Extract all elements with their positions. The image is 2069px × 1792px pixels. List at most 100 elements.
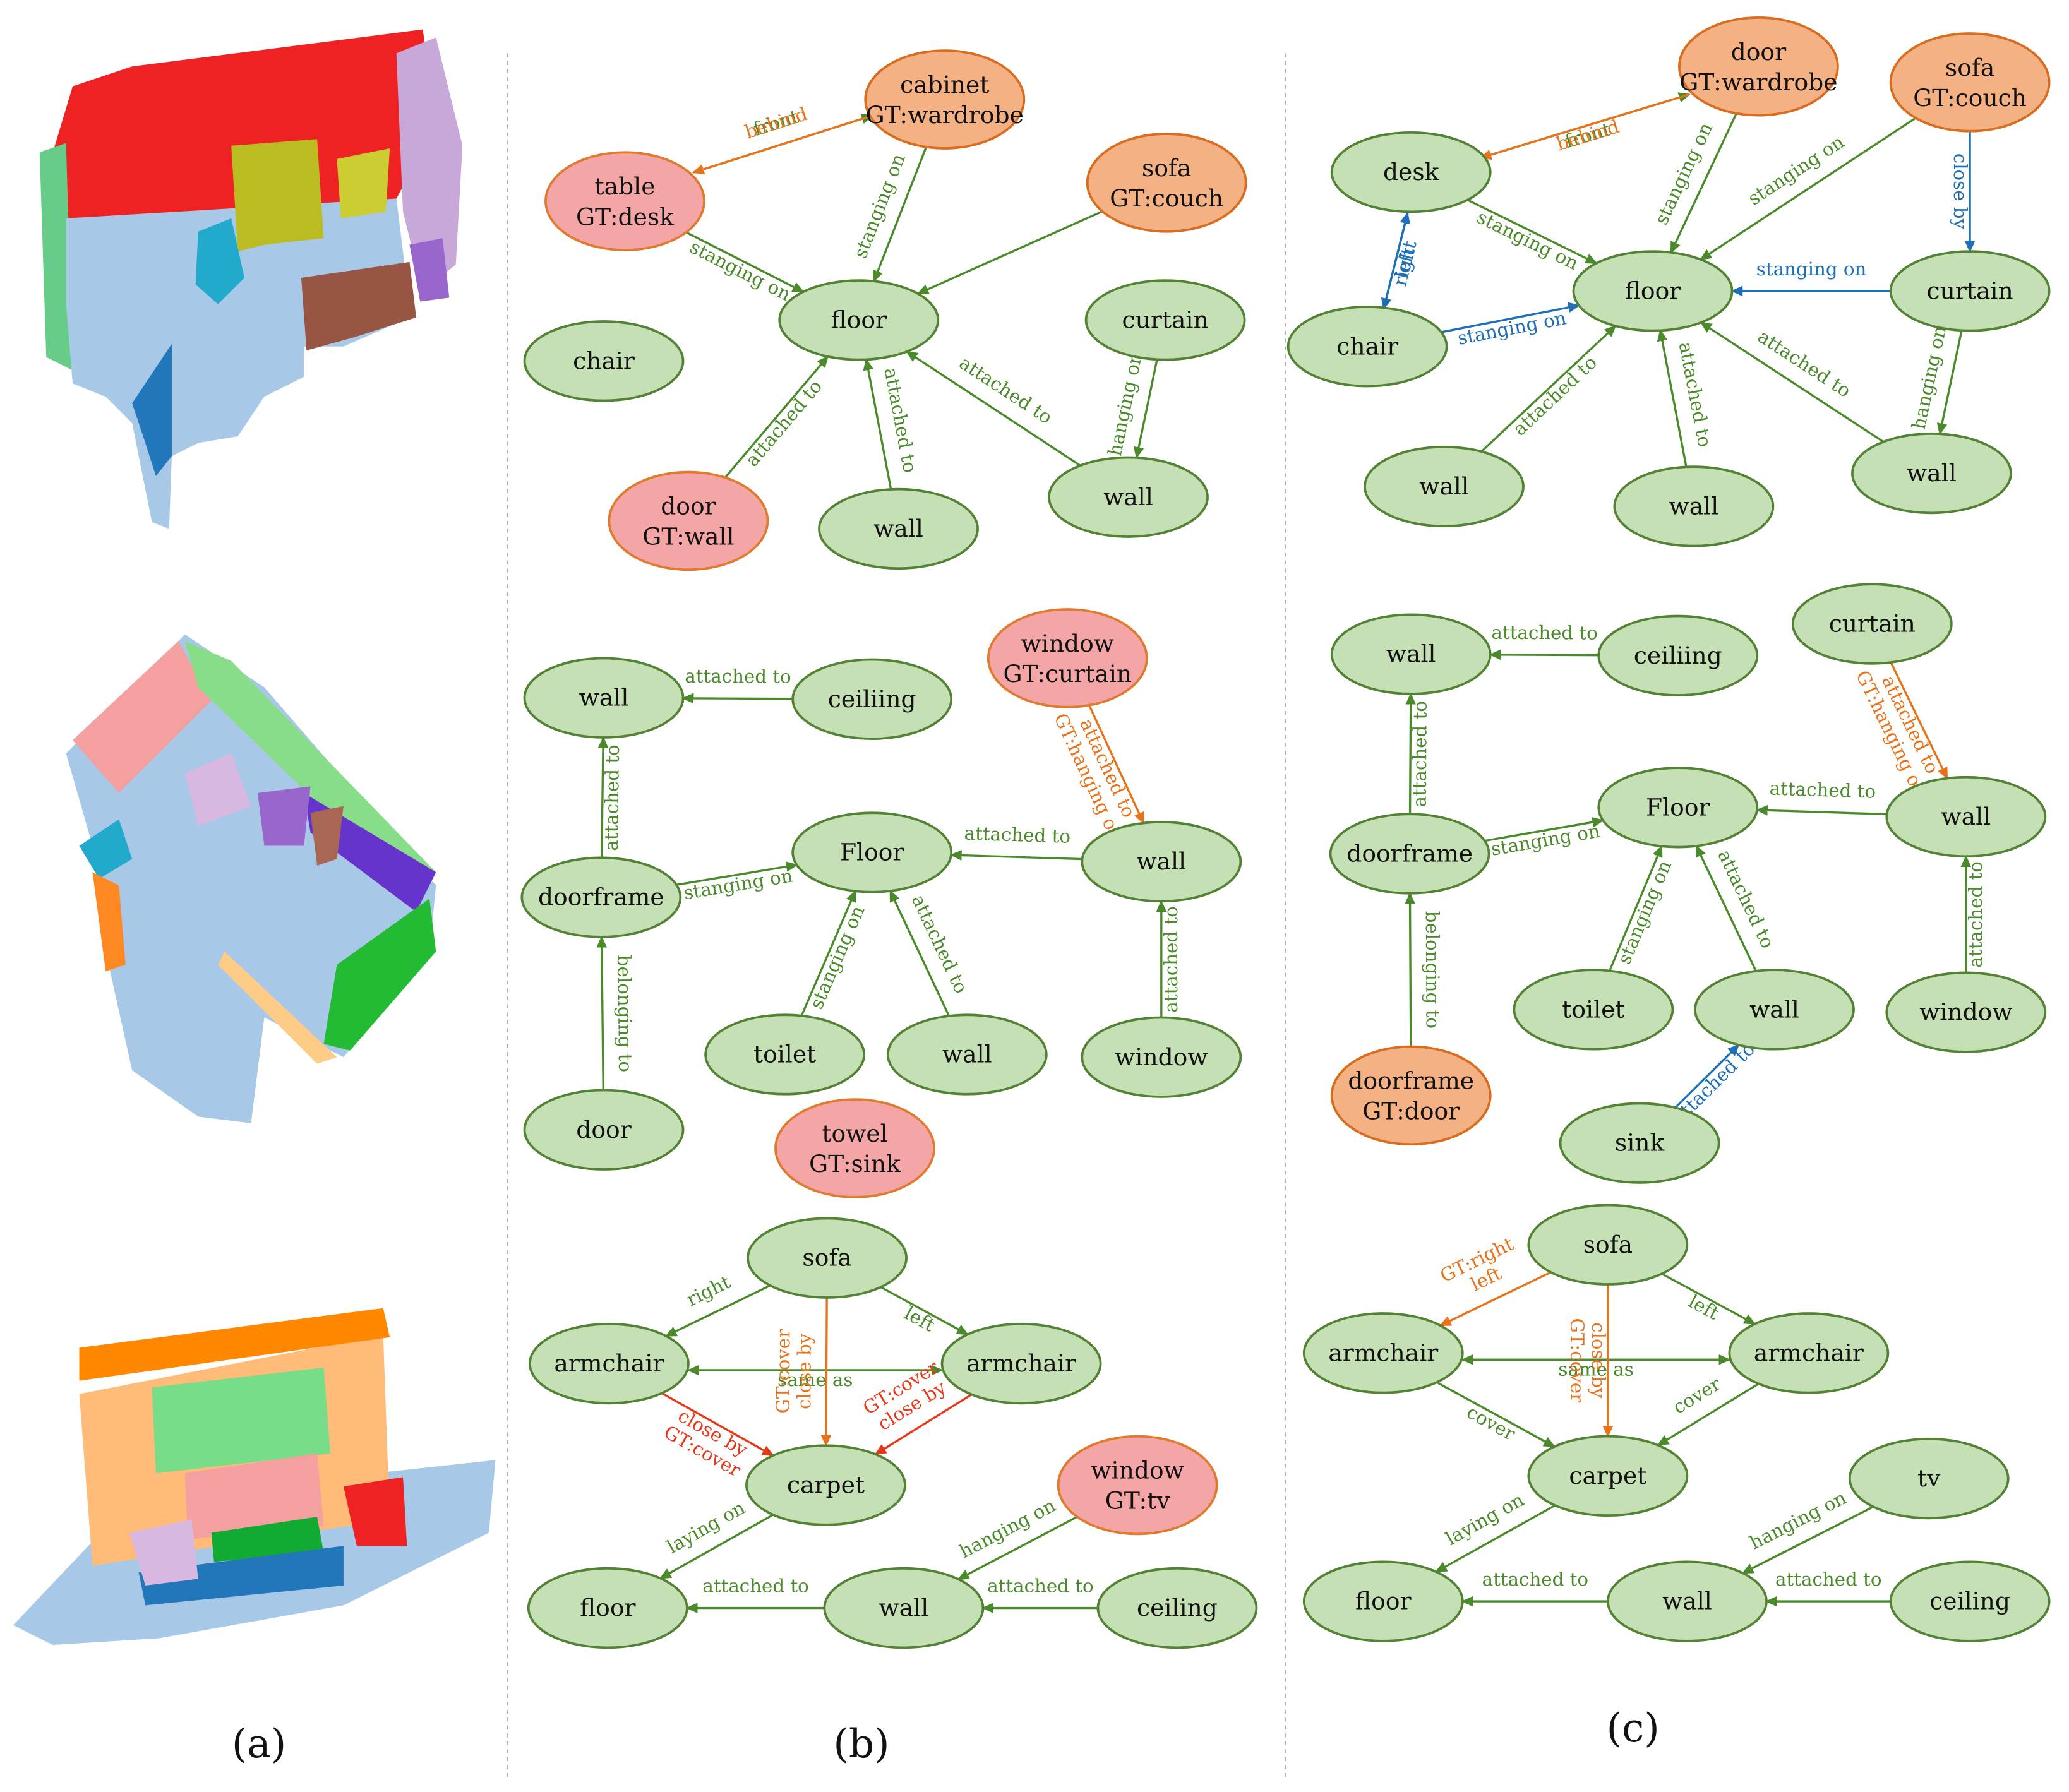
node-doorframe: doorframe [1329,813,1490,895]
node-ellipse [1330,1045,1492,1146]
node-wall1: wall [1364,445,1525,528]
edge-label: attached to [1775,1568,1881,1590]
node-sofa: sofa [747,1217,908,1299]
edge-table-to-floor [685,231,805,293]
edge-toilet-to-floor [1609,845,1663,972]
node-floor: floor [527,1567,688,1649]
edge-window_top-to-wall2 [1088,705,1145,825]
node-ellipse [791,658,953,740]
node-ellipse [823,1567,985,1649]
node-ellipse [1084,279,1246,361]
node-wall2: wall [1048,456,1209,538]
node-label: floor [831,306,887,333]
node-label: wall [1103,483,1153,511]
node-ellipse [1885,775,2047,858]
node-ellipse [1848,1437,2010,1520]
edge-label: same as [1558,1358,1633,1380]
node-label: chair [1336,332,1398,360]
node-wall3: wall [1851,432,2012,515]
edge-label: stanging on [687,236,795,306]
node-label: window [1919,998,2012,1026]
node-wall3: wall [886,1013,1048,1096]
node-ellipse [1330,613,1492,695]
node-label: Floor [840,839,904,866]
node-label: ceiliing [1634,642,1722,669]
edge-label: cover [1463,1401,1519,1445]
edge-sofa-to-floor [916,210,1103,295]
node-ellipse [1677,16,1839,117]
edge-label: stanging on [1756,258,1867,280]
node-label: window [1021,630,1114,657]
node-ellipse [520,856,682,938]
edge-tv-to-wall [1741,1505,1874,1574]
node-label: toilet [1562,995,1624,1023]
node-ellipse [774,1098,935,1198]
node-label: ceiliing [828,685,916,713]
edge-label: stanging on [682,864,795,904]
node-chair: chair [1286,306,1448,388]
node-label: cabinet [900,71,989,99]
node-ellipse [523,320,685,402]
edge-armchair1-to-carpet [1436,1381,1556,1448]
edge-label-gt: GT:cover [1566,1318,1588,1403]
edge-label: close by [1588,1322,1609,1399]
edge-label: cover [1669,1373,1725,1418]
node-ellipse [1613,465,1775,547]
node-wall3: wall [1694,969,1855,1051]
edge-wall2-to-floor [1657,329,1688,467]
edge-label: stanging on [849,151,909,261]
node-curtain: curtain [1889,250,2051,332]
scene-1-point-cloud [39,29,463,529]
node-label: GT:wardrobe [1679,68,1837,96]
node-ceiling: ceiling [1096,1567,1258,1649]
node-ellipse [1572,250,1734,332]
node-label: wall [1941,803,1991,830]
node-toilet: toilet [1513,969,1674,1051]
edge-sofa-to-armchair2 [880,1286,969,1335]
edge-wall2-to-floor [906,350,1081,467]
node-label: GT:sink [809,1150,901,1178]
node-wall2: wall [1081,820,1242,903]
edge-label-gt: GT:cover [772,1329,795,1414]
edge-doorframe-to-wall1 [1405,692,1417,815]
edge-label: attached to [1491,622,1598,644]
edge-label: stanging on [1614,857,1676,967]
node-chair: chair [523,320,685,402]
node-sofa: sofa [1527,1204,1689,1286]
node-ellipse [747,1217,908,1299]
nodes: doorGT:wardrobesofaGT:couchdeskchairfloo… [1286,16,2051,547]
node-ellipse [1096,1567,1258,1649]
edge-label: stanging on [1473,206,1582,275]
edge-label: behind [1554,116,1621,155]
edge-door-to-floor [724,355,829,479]
node-window: window [1885,971,2047,1053]
node-label: floor [580,1594,635,1622]
edge-window-to-wall [957,1515,1078,1580]
node-ellipse [1607,1560,1768,1642]
node-ellipse [1364,445,1525,528]
node-label: door [576,1116,631,1144]
node-floor: floor [1302,1560,1464,1642]
edge-cabinet-to-floor [873,146,928,283]
edge-ceiling-to-wall1 [681,693,793,704]
node-ellipse [1728,1312,1890,1394]
edge-label: attached to [1482,1568,1588,1590]
node-ceiling: ceiliing [1597,614,1759,696]
node-curtain: curtain [1791,583,1953,665]
node-label: curtain [1122,306,1209,333]
node-wall1: wall [523,657,685,739]
node-label: ceiling [1929,1587,2010,1615]
edge-chair-to-floor [1441,302,1581,333]
node-wall2: wall [1885,775,2047,858]
node-ellipse [886,1013,1048,1096]
edge-label: attached to [1769,777,1876,802]
